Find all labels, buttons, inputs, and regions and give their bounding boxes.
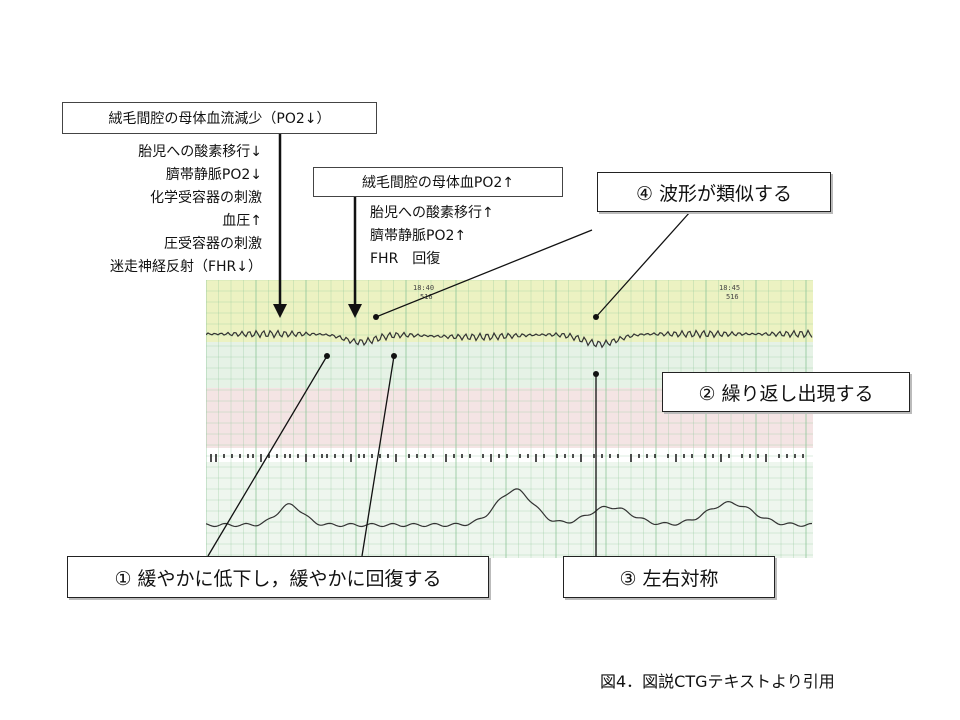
ctg-strip: 18:40 516 18:45 516 (206, 280, 813, 558)
arrow-recovery (348, 196, 362, 318)
recovery-cascade-notes: 胎児への酸素移行↑ 臍帯静脈PO2↑ FHR 回復 (370, 202, 494, 271)
strip-grid (206, 280, 813, 558)
time-marker-1: 18:40 (413, 284, 434, 292)
left-note-1: 胎児への酸素移行↓ (138, 144, 262, 160)
label-symmetric-text: ③ 左右対称 (619, 567, 719, 590)
label-repeated-appearance-text: ② 繰り返し出現する (698, 382, 874, 405)
maternal-po2-increase-box: 絨毛間腔の母体血PO2↑ (313, 167, 563, 197)
arrow-decrease (273, 134, 287, 318)
label-waveform-similar: ④ 波形が類似する (597, 172, 831, 212)
strip-yellow-band (206, 280, 813, 342)
label-gradual-decline-recovery: ① 緩やかに低下し，緩やかに回復する (67, 556, 489, 598)
time-marker-2: 18:45 (719, 284, 740, 292)
maternal-flow-decrease-text: 絨毛間腔の母体血流減少（PO2↓） (108, 111, 331, 127)
leader-dots (324, 314, 599, 377)
strip-event-ticks (210, 454, 804, 462)
left-note-6: 迷走神経反射（FHR↓） (109, 259, 262, 275)
leader-lines (207, 211, 691, 557)
label-waveform-similar-text: ④ 波形が類似する (635, 182, 793, 205)
left-note-5: 圧受容器の刺激 (164, 236, 262, 252)
left-note-3: 化学受容器の刺激 (150, 190, 262, 206)
label-gradual-decline-recovery-text: ① 緩やかに低下し，緩やかに回復する (114, 567, 442, 590)
left-note-2: 臍帯静脈PO2↓ (165, 167, 262, 183)
fhr-trace (206, 328, 813, 349)
maternal-flow-decrease-box: 絨毛間腔の母体血流減少（PO2↓） (62, 102, 377, 134)
left-note-4: 血圧↑ (222, 213, 262, 229)
right-note-1: 胎児への酸素移行↑ (370, 205, 494, 221)
label-symmetric: ③ 左右対称 (563, 556, 775, 598)
toco-trace (206, 488, 813, 528)
figure-caption: 図4．図説CTGテキストより引用 (600, 672, 835, 691)
right-note-2: 臍帯静脈PO2↑ (370, 228, 467, 244)
maternal-po2-increase-text: 絨毛間腔の母体血PO2↑ (361, 175, 515, 191)
strip-separator-band (206, 448, 813, 462)
decrease-cascade-notes: 胎児への酸素移行↓ 臍帯静脈PO2↓ 化学受容器の刺激 血圧↑ 圧受容器の刺激 … (110, 141, 262, 279)
speed-marker-2: 516 (726, 293, 739, 301)
right-note-3: FHR 回復 (370, 251, 441, 267)
label-repeated-appearance: ② 繰り返し出現する (662, 372, 910, 412)
